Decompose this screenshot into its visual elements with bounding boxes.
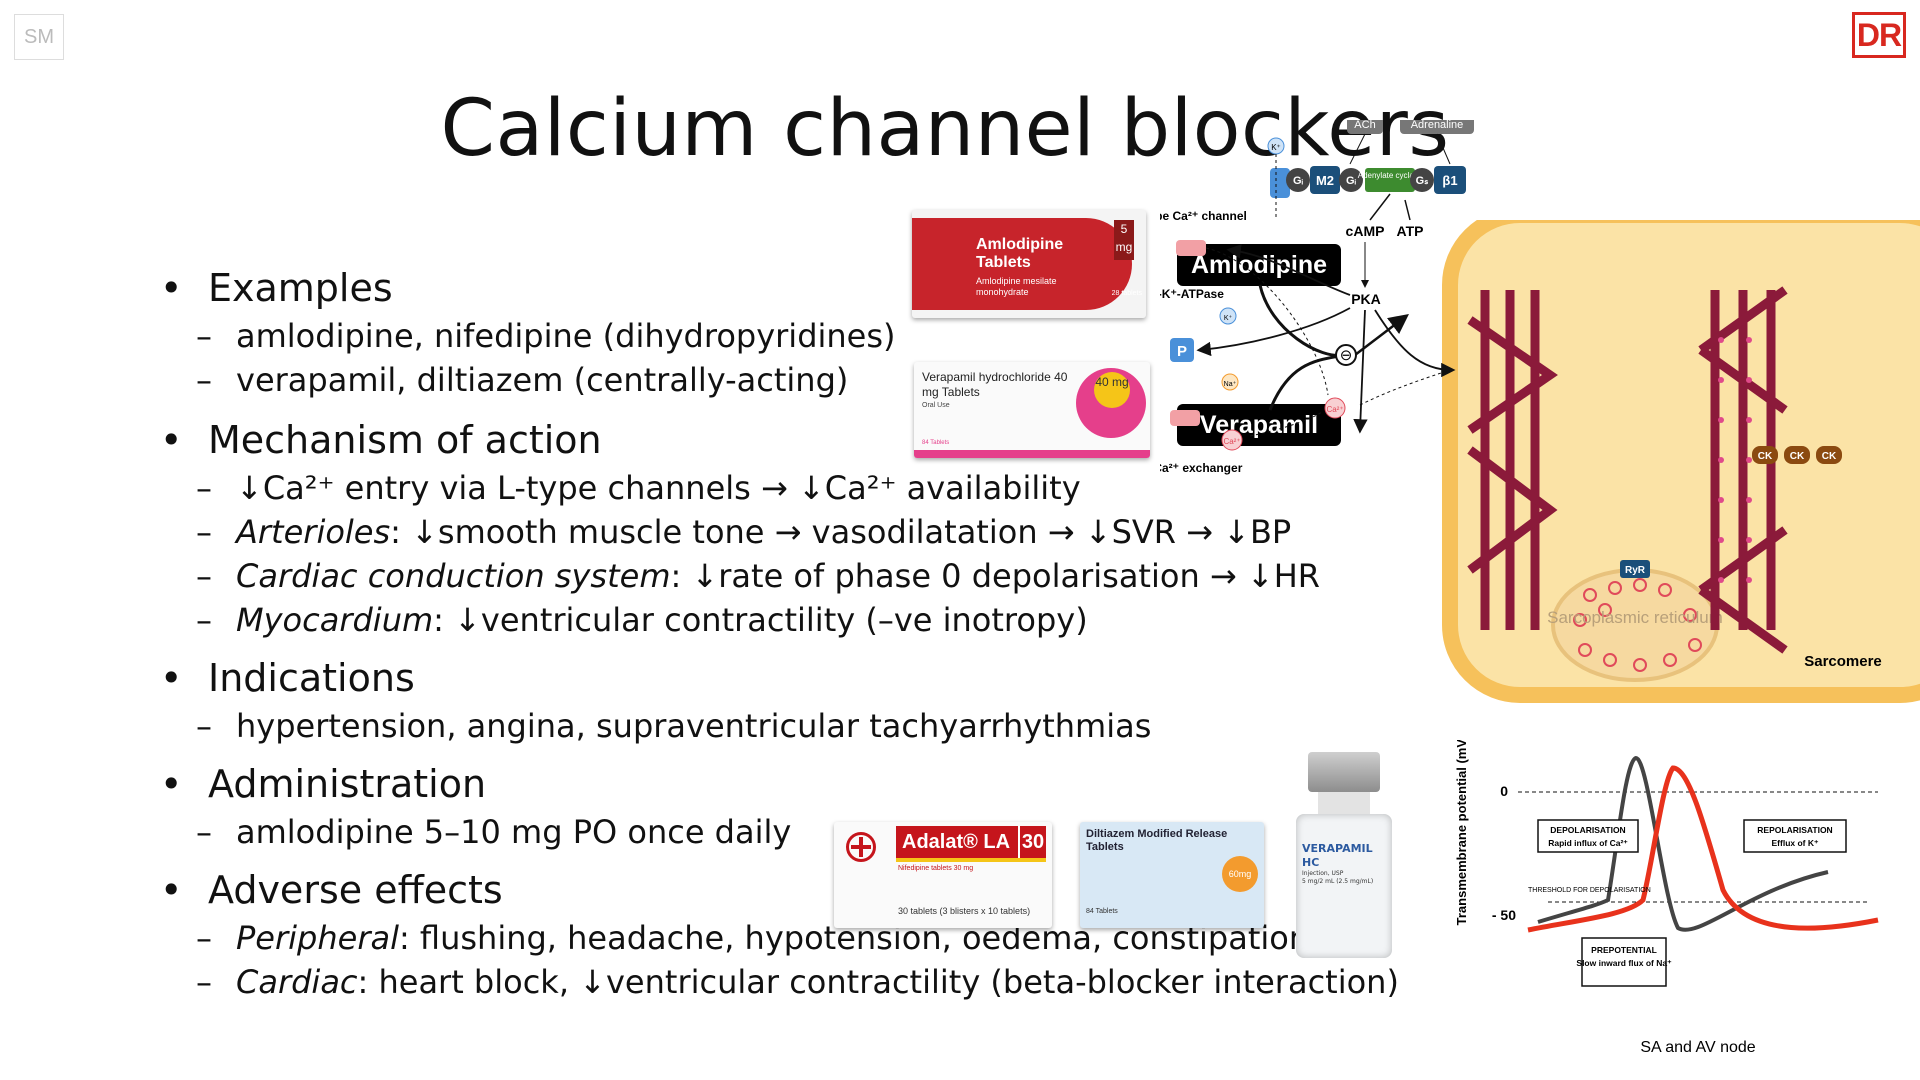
- slide-title: Calcium channel blockers: [440, 84, 1450, 174]
- verapamil-package-image: Verapamil hydrochloride 40 mg Tablets Or…: [914, 362, 1150, 458]
- sa-node-trace: [1537, 755, 1829, 932]
- svg-text:Transmembrane potential (mV): Transmembrane potential (mV): [1454, 740, 1469, 925]
- adrenaline-label: [1400, 120, 1474, 134]
- av-node-trace: [1527, 765, 1879, 933]
- section-heading: Examples: [208, 266, 393, 310]
- svg-text:RyR: RyR: [1625, 565, 1646, 576]
- svg-text:cAMP: cAMP: [1346, 223, 1385, 239]
- svg-text:Adenylate cyclase: Adenylate cyclase: [1358, 171, 1423, 180]
- l-type-channel: [1176, 240, 1206, 256]
- sub-item: –↓Ca²⁺ entry via L-type channels → ↓Ca²⁺…: [196, 469, 1081, 507]
- ryr-receptor: [1620, 560, 1650, 578]
- svg-text:Na⁺: Na⁺: [1224, 381, 1237, 388]
- svg-text:Ca²⁺: Ca²⁺: [1326, 405, 1343, 414]
- amlodipine-package-image: Amlodipine Tablets Amlodipine mesilate m…: [912, 210, 1146, 318]
- svg-text:Gₛ: Gₛ: [1416, 175, 1429, 187]
- ck-badges: CK CK CK: [1752, 446, 1842, 464]
- svg-text:- 50: - 50: [1492, 907, 1516, 923]
- svg-text:Rapid influx of Ca²⁺: Rapid influx of Ca²⁺: [1548, 838, 1628, 848]
- section-heading: Administration: [208, 762, 487, 806]
- verapamil-label: Verapamil: [1177, 404, 1341, 446]
- svg-text:Sarcomere: Sarcomere: [1804, 653, 1882, 670]
- na-ca-exchanger: [1170, 410, 1200, 426]
- sub-item: –amlodipine 5–10 mg PO once daily: [196, 813, 792, 851]
- na-k-atpase: [1170, 338, 1194, 362]
- svg-text:Na⁺-K⁺-ATPase: Na⁺-K⁺-ATPase: [1160, 287, 1224, 301]
- svg-text:Gᵢ: Gᵢ: [1346, 175, 1357, 187]
- section-adverse-effects: •Adverse effects –Peripheral: flushing, …: [160, 864, 1399, 1004]
- svg-text:Adrenaline: Adrenaline: [1411, 120, 1464, 131]
- dr-logo: DR: [1852, 12, 1906, 58]
- sub-item: –Cardiac conduction system: ↓rate of pha…: [196, 557, 1320, 595]
- svg-text:Sarcoplasmic reticulum: Sarcoplasmic reticulum: [1547, 608, 1723, 627]
- svg-text:CK: CK: [1822, 451, 1837, 462]
- sub-item: –hypertension, angina, supraventricular …: [196, 707, 1152, 745]
- sub-item: –Myocardium: ↓ventricular contractility …: [196, 601, 1088, 639]
- beta1-receptor: [1434, 166, 1466, 194]
- svg-text:PREPOTENTIAL: PREPOTENTIAL: [1591, 945, 1657, 955]
- svg-text:L-type Ca²⁺ channel: L-type Ca²⁺ channel: [1160, 209, 1247, 223]
- svg-text:Slow inward flux of Na⁺: Slow inward flux of Na⁺: [1576, 958, 1672, 968]
- svg-text:DEPOLARISATION: DEPOLARISATION: [1550, 825, 1625, 835]
- svg-text:Na⁺-Ca²⁺ exchanger: Na⁺-Ca²⁺ exchanger: [1160, 461, 1243, 475]
- svg-text:SA and AV node: SA and AV node: [1640, 1039, 1755, 1056]
- section-examples: •Examples –amlodipine, nifedipine (dihyd…: [160, 262, 1360, 402]
- inhibit-icon: [1335, 344, 1357, 366]
- sub-item: –amlodipine, nifedipine (dihydropyridine…: [196, 317, 896, 355]
- svg-text:REPOLARISATION: REPOLARISATION: [1757, 825, 1832, 835]
- svg-text:Efflux of K⁺: Efflux of K⁺: [1772, 838, 1819, 848]
- sm-logo: SM: [14, 14, 64, 60]
- svg-text:P: P: [1177, 343, 1187, 360]
- section-heading: Adverse effects: [208, 868, 503, 912]
- cardiac-myocyte-diagram: ⊖ Sarcoplasmic reticulum RyR Sarcomere C…: [1160, 120, 1920, 703]
- sarcomere-icon: [1467, 290, 1558, 630]
- section-heading: Mechanism of action: [208, 418, 602, 462]
- svg-text:THRESHOLD FOR DEPOLARISATION: THRESHOLD FOR DEPOLARISATION: [1528, 887, 1651, 894]
- section-administration: •Administration –amlodipine 5–10 mg PO o…: [160, 758, 1360, 854]
- section-heading: Indications: [208, 656, 415, 700]
- section-indications: •Indications –hypertension, angina, supr…: [160, 652, 1360, 748]
- m2-receptor: [1310, 166, 1340, 194]
- svg-text:K⁺: K⁺: [1224, 315, 1233, 322]
- svg-text:0: 0: [1500, 783, 1508, 799]
- svg-text:⊖: ⊖: [1340, 347, 1353, 364]
- bullet-content: •Examples –amlodipine, nifedipine (dihyd…: [160, 262, 1399, 1014]
- ach-label: [1347, 120, 1383, 134]
- svg-text:β1: β1: [1442, 173, 1457, 188]
- svg-text:K⁺: K⁺: [1271, 143, 1281, 152]
- svg-text:PKA: PKA: [1351, 291, 1381, 307]
- sub-item: –Cardiac: heart block, ↓ventricular cont…: [196, 963, 1399, 1001]
- svg-text:M2: M2: [1316, 173, 1334, 188]
- svg-text:CK: CK: [1758, 451, 1773, 462]
- section-mechanism: •Mechanism of action –↓Ca²⁺ entry via L-…: [160, 414, 1360, 642]
- sub-item: –verapamil, diltiazem (centrally-acting): [196, 361, 849, 399]
- sub-item: –Arterioles: ↓smooth muscle tone → vasod…: [196, 513, 1292, 551]
- svg-text:Ca²⁺: Ca²⁺: [1223, 437, 1240, 446]
- svg-text:CK: CK: [1790, 451, 1805, 462]
- adenylate-cyclase: [1365, 168, 1415, 192]
- svg-text:Gᵢ: Gᵢ: [1293, 175, 1304, 187]
- svg-text:ATP: ATP: [1397, 223, 1424, 239]
- svg-text:ACh: ACh: [1354, 120, 1375, 131]
- amlodipine-line: [1258, 284, 1346, 358]
- k-channel: [1270, 168, 1290, 198]
- diltiazem-package-image: Diltiazem Modified Release Tablets 60mg …: [1080, 822, 1264, 928]
- action-potential-graph: Transmembrane potential (mV) 0 - 50 DEPO…: [1454, 740, 1879, 1056]
